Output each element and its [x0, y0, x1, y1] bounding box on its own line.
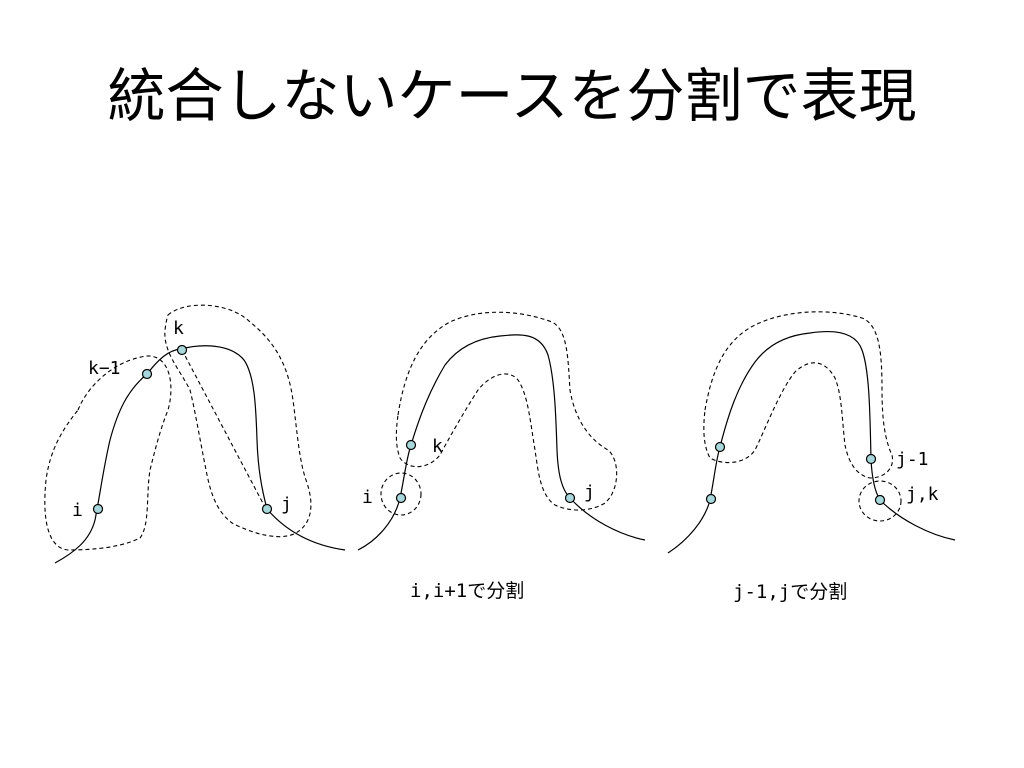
panel-1-label-k-1: k−1 — [88, 358, 121, 379]
slide-title: 統合しないケースを分割で表現 — [107, 62, 917, 130]
panel-3-caption: j-1,jで分割 — [733, 581, 847, 603]
panel-2-group-outer — [395, 311, 618, 511]
panel-1-node-j — [261, 503, 273, 515]
panel-1-node-k — [176, 344, 188, 356]
panel-3-label-jk: j,k — [906, 484, 939, 505]
panel-3-node-j — [874, 494, 886, 506]
panel-3-node-j-1 — [865, 453, 877, 465]
panel-3-node-k — [714, 441, 726, 453]
panel-2: k i j i,i+1で分割 — [357, 311, 646, 602]
panel-1-node-i — [92, 503, 104, 515]
panel-2-node-k — [405, 439, 417, 451]
panel-1-node-k-1 — [141, 368, 153, 380]
panel-2-label-k: k — [432, 436, 443, 457]
panel-2-group-i — [380, 472, 422, 516]
panel-1-label-i: i — [72, 500, 83, 521]
panel-2-label-i: i — [362, 487, 373, 508]
panel-3-group-outer — [703, 311, 894, 479]
panel-1-group-right — [164, 304, 312, 538]
panel-3-label-j-1: j-1 — [896, 449, 929, 470]
panel-1-chord-k-j — [181, 349, 267, 510]
panel-1: k k−1 i j — [44, 304, 346, 564]
panel-3-caption-text: で分割 — [790, 581, 847, 603]
panel-3: j-1 j,k j-1,jで分割 — [667, 311, 956, 603]
panel-3-caption-code: j-1,j — [733, 581, 790, 603]
panel-2-node-i — [395, 492, 407, 504]
panel-2-curve — [357, 334, 646, 551]
panel-3-node-bottom — [705, 493, 717, 505]
panel-3-group-jk — [858, 480, 902, 522]
panel-1-label-k: k — [173, 318, 184, 339]
panel-1-group-left — [44, 355, 172, 551]
panel-2-caption-text: で分割 — [467, 580, 524, 602]
panel-2-node-j — [564, 492, 576, 504]
panel-2-caption-code: i,i+1 — [410, 580, 467, 602]
panel-1-label-j: j — [281, 494, 292, 515]
panel-2-label-j: j — [584, 482, 595, 503]
panel-2-caption: i,i+1で分割 — [410, 580, 524, 602]
panel-3-curve — [667, 331, 956, 554]
